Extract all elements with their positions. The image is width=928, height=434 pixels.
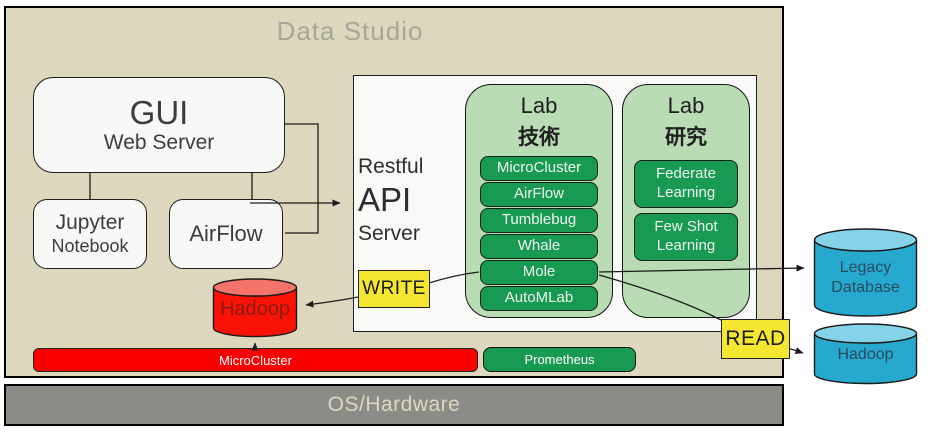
lab-tech-item-airflow: AirFlow — [480, 182, 598, 207]
read-box: READ — [721, 319, 790, 359]
hadoop-red-cylinder: Hadoop — [212, 278, 298, 338]
lab-tech-item-microcluster: MicroCluster — [480, 156, 598, 181]
lab-research-item-federate-learning: Federate Learning — [634, 160, 738, 208]
legacy-database-cylinder: Legacy Database — [813, 228, 918, 318]
restful-api-server-label: Restful API Server — [358, 153, 448, 247]
lab-tech-item-automlab: AutoMLab — [480, 286, 598, 311]
lab-research-item-few-shot-learning: Few Shot Learning — [634, 213, 738, 261]
gui-subtitle: Web Server — [103, 131, 215, 155]
read-label: READ — [725, 327, 786, 350]
database-cylinder-icon — [813, 228, 918, 317]
gui-title: GUI — [129, 93, 189, 131]
lab-research-title: Lab — [667, 93, 705, 118]
api-label-line1: Restful — [358, 155, 424, 178]
lab-research-subtitle: 研究 — [665, 126, 707, 149]
microcluster-bar-label: MicroCluster — [219, 352, 292, 368]
os-hardware-bar: OS/Hardware — [4, 384, 784, 426]
database-cylinder-icon — [813, 323, 918, 385]
api-label-line3: Server — [358, 221, 420, 245]
arrow-read-to-hadoop-blue — [789, 347, 804, 354]
prometheus-bar-label: Prometheus — [524, 352, 595, 367]
os-hardware-label: OS/Hardware — [327, 393, 461, 416]
legacy-database-label: Legacy Database — [831, 259, 900, 296]
lab-tech-item-mole: Mole — [480, 260, 598, 285]
lab-tech-item-tumblebug: Tumblebug — [480, 208, 598, 233]
gui-web-server-box: GUI Web Server — [33, 77, 285, 173]
hadoop-blue-label: Hadoop — [837, 346, 894, 363]
hadoop-blue-cylinder: Hadoop — [813, 323, 918, 385]
lab-tech-item-whale: Whale — [480, 234, 598, 259]
lab-tech-subtitle: 技術 — [518, 126, 560, 149]
database-cylinder-icon — [212, 278, 298, 338]
data-studio-title: Data Studio — [276, 16, 424, 46]
hadoop-red-label: Hadoop — [219, 298, 291, 320]
api-label-line2: API — [358, 181, 412, 219]
write-box: WRITE — [358, 270, 430, 308]
prometheus-runtime-bar: Prometheus — [483, 347, 636, 372]
airflow-box: AirFlow — [169, 199, 283, 269]
lab-tech-title: Lab — [520, 93, 558, 118]
jupyter-label-line2: Notebook — [51, 235, 129, 256]
write-label: WRITE — [362, 278, 426, 299]
airflow-label: AirFlow — [189, 221, 263, 246]
jupyter-notebook-box: Jupyter Notebook — [33, 199, 147, 269]
microcluster-runtime-bar: MicroCluster — [33, 348, 478, 372]
jupyter-label-line1: Jupyter — [55, 211, 125, 235]
